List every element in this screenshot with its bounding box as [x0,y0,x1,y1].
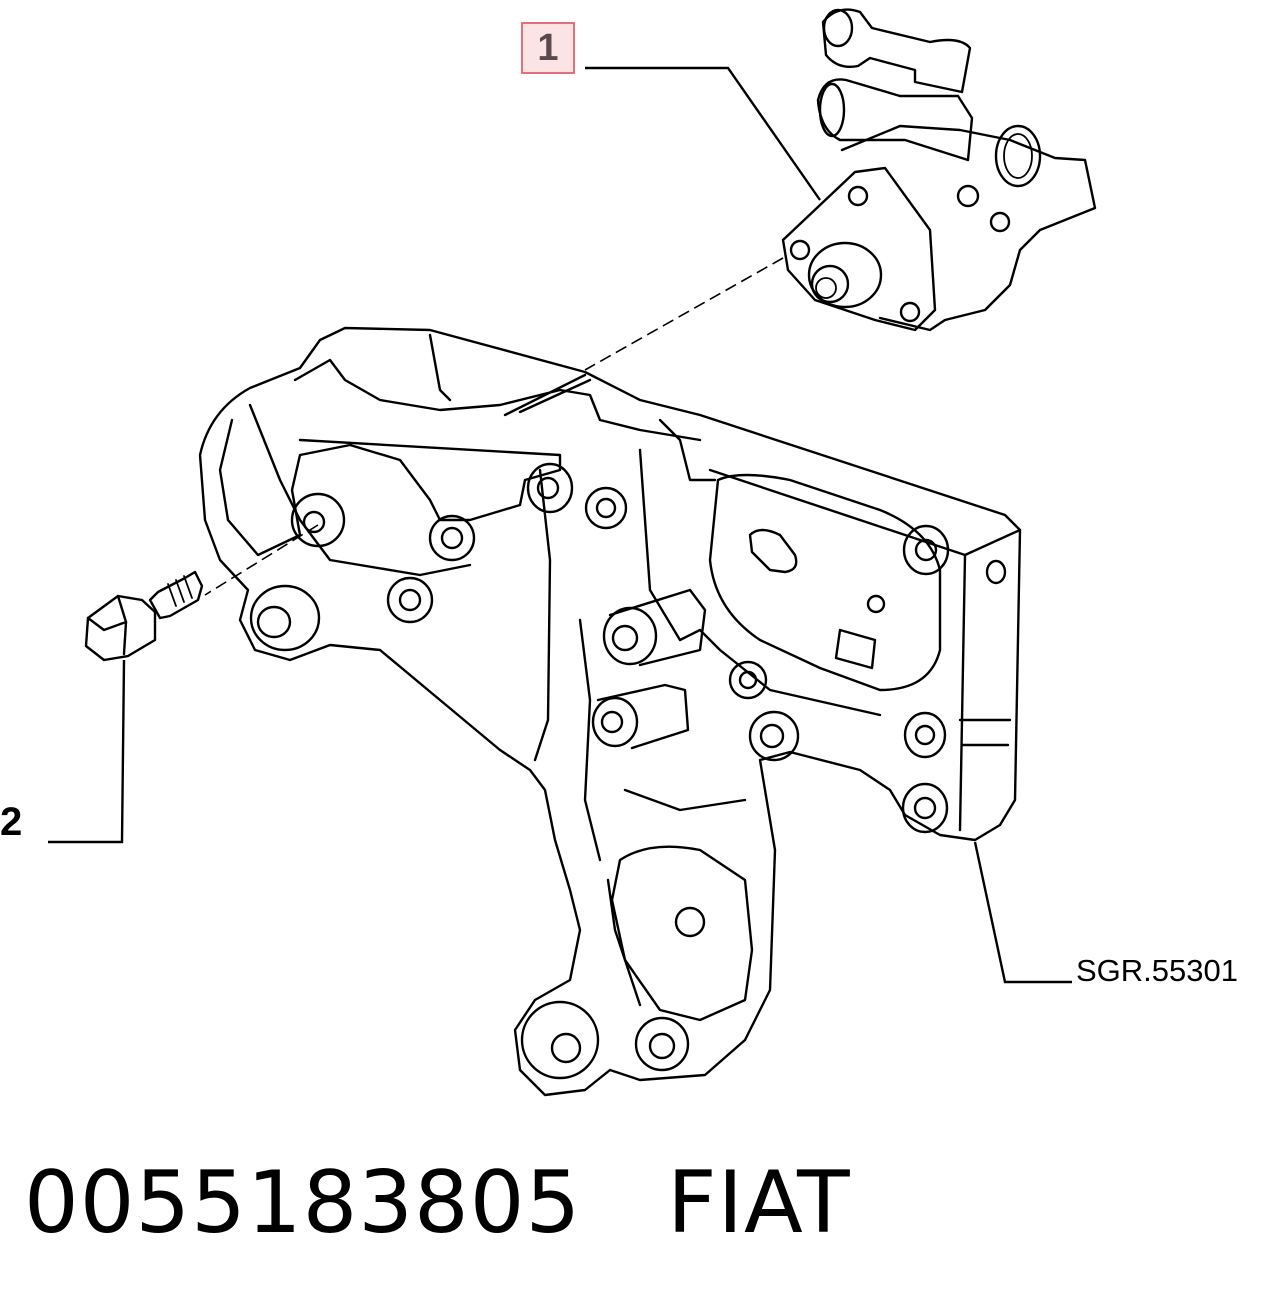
leader-line-reference [973,841,1072,984]
reference-label: SGR.55301 [1076,953,1238,988]
support-bracket [198,326,1022,1097]
callout-item-1[interactable]: 1 [521,22,575,74]
part-number: 0055183805 [24,1153,582,1253]
power-steering-pump [781,8,1097,332]
leader-line-item2 [48,659,126,844]
brand-name: FIAT [667,1153,851,1253]
leader-line-item1 [585,66,821,201]
bolt [84,570,204,662]
callout-item-2: 2 [0,800,23,844]
assembly-axis-pump [584,257,784,371]
